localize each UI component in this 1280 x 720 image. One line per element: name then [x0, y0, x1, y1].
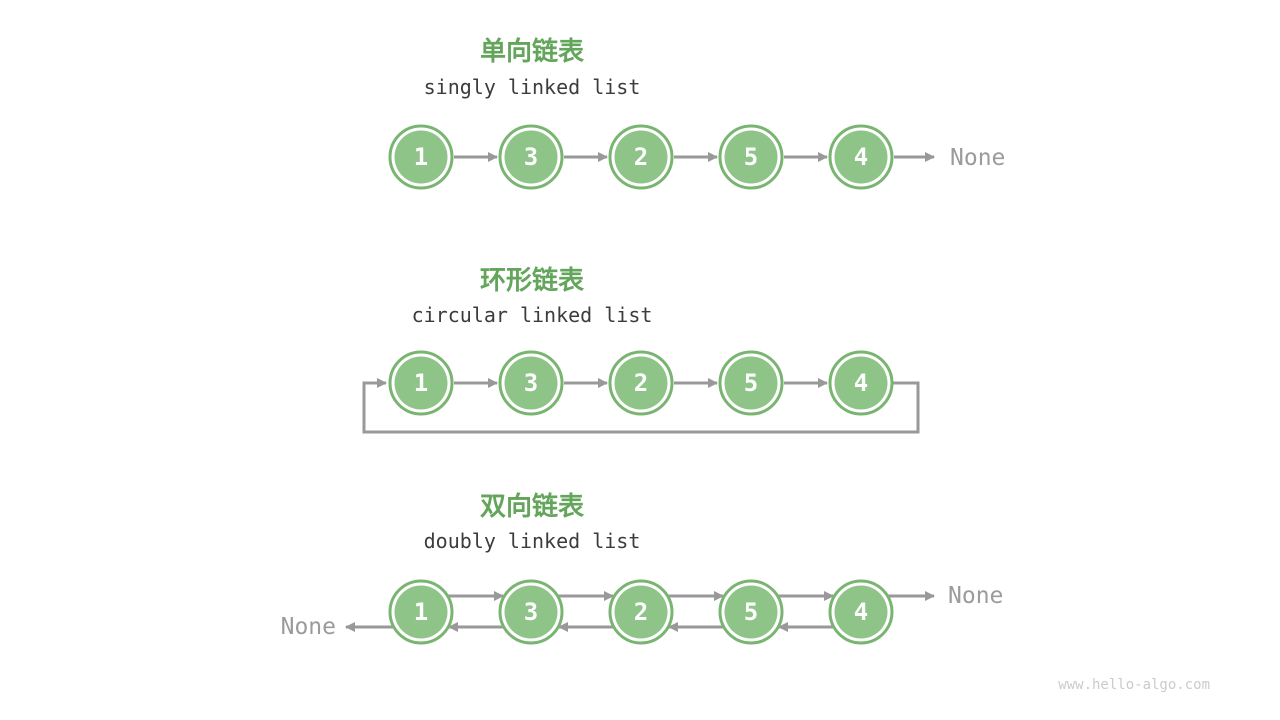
- node-body: [394, 356, 448, 410]
- node-value: 3: [524, 369, 538, 397]
- node-body: [724, 585, 778, 639]
- section-subtitle-doubly: doubly linked list: [423, 529, 641, 553]
- node-value: 5: [744, 143, 758, 171]
- watermark: www.hello-algo.com: [1058, 677, 1210, 693]
- node-body: [834, 130, 888, 184]
- node-value: 5: [744, 369, 758, 397]
- list-node: [498, 579, 564, 645]
- node-value: 4: [854, 369, 868, 397]
- node-value: 3: [524, 598, 538, 626]
- loop-back-arrow: [362, 378, 920, 434]
- node-value: 1: [414, 598, 428, 626]
- node-body: [504, 356, 558, 410]
- node-body: [394, 130, 448, 184]
- node-value: 2: [634, 369, 648, 397]
- node-body: [614, 585, 668, 639]
- node-body: [724, 130, 778, 184]
- list-node: [388, 350, 454, 416]
- list-node: [498, 350, 564, 416]
- node-body: [504, 130, 558, 184]
- section-title-singly: 单向链表: [479, 37, 584, 67]
- node-value: 4: [854, 598, 868, 626]
- list-node: [608, 350, 674, 416]
- node-value: 1: [414, 143, 428, 171]
- list-node: [828, 124, 894, 190]
- none-label: None: [950, 145, 1005, 171]
- section-subtitle-singly: singly linked list: [423, 75, 641, 99]
- list-node: [718, 579, 784, 645]
- diagram-singly: None 1 3 2 5 4: [388, 124, 1005, 190]
- node-value: 5: [744, 598, 758, 626]
- node-value: 2: [634, 143, 648, 171]
- list-node: [828, 350, 894, 416]
- diagram-circular: 1 3 2 5 4: [362, 350, 920, 434]
- node-body: [724, 356, 778, 410]
- node-value: 3: [524, 143, 538, 171]
- list-node: [388, 579, 454, 645]
- node-value: 1: [414, 369, 428, 397]
- node-value: 2: [634, 598, 648, 626]
- node-body: [394, 585, 448, 639]
- list-node: [718, 124, 784, 190]
- none-label: None: [948, 583, 1003, 609]
- list-node: [828, 579, 894, 645]
- node-value: 4: [854, 143, 868, 171]
- node-body: [614, 356, 668, 410]
- node-body: [614, 130, 668, 184]
- list-node: [498, 124, 564, 190]
- section-title-doubly: 双向链表: [479, 492, 584, 522]
- list-node: [718, 350, 784, 416]
- node-body: [834, 585, 888, 639]
- list-node: [388, 124, 454, 190]
- section-title-circular: 环形链表: [479, 266, 584, 296]
- section-subtitle-circular: circular linked list: [411, 303, 653, 327]
- node-body: [834, 356, 888, 410]
- list-node: [608, 579, 674, 645]
- node-body: [504, 585, 558, 639]
- list-node: [608, 124, 674, 190]
- none-label: None: [281, 614, 336, 640]
